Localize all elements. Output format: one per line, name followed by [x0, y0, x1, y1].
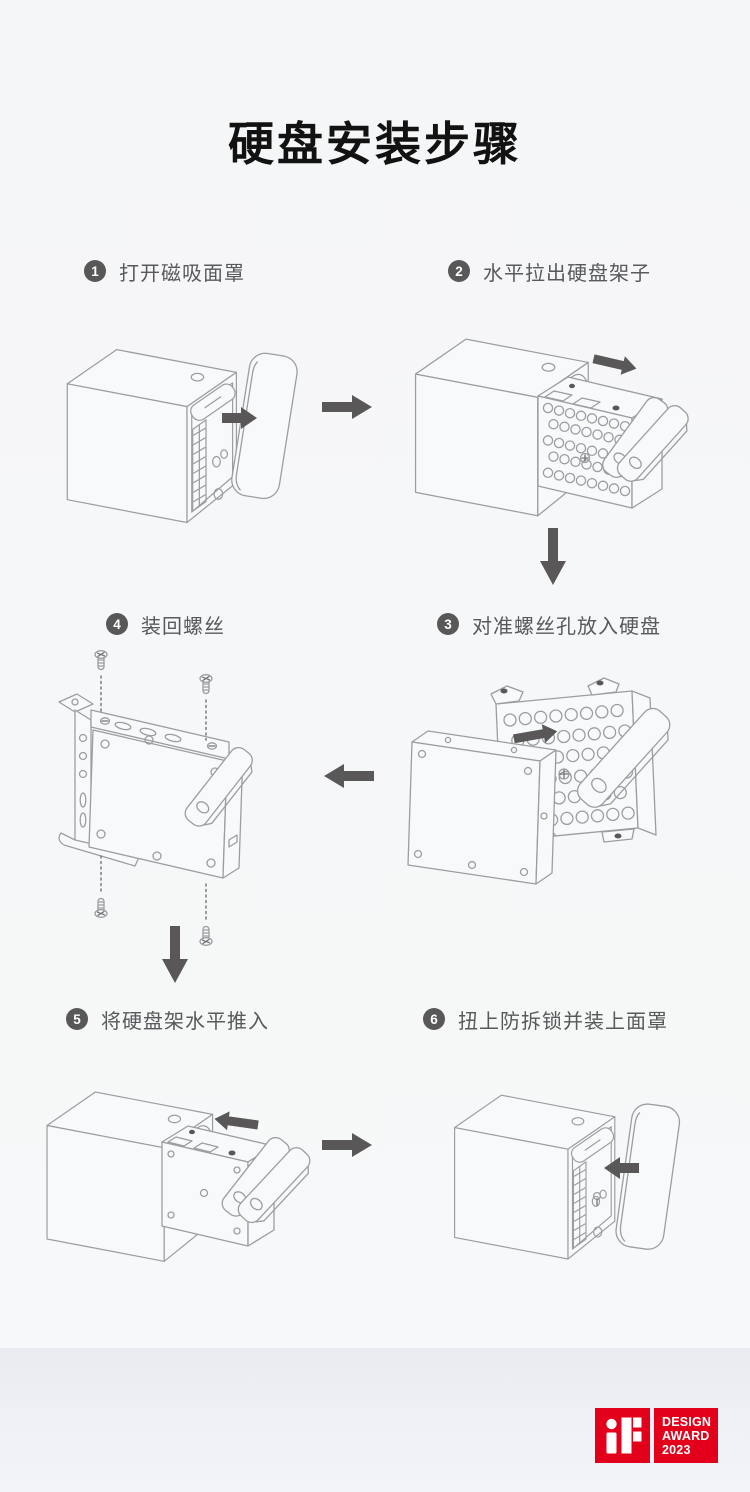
if-design-award-badge: DESIGN AWARD 2023	[595, 1408, 718, 1463]
step-3-label: 3 对准螺丝孔放入硬盘	[437, 611, 661, 638]
award-line-year: 2023	[662, 1443, 691, 1458]
step-6-text: 扭上防拆锁并装上面罩	[458, 1010, 668, 1033]
step-4-text: 装回螺丝	[141, 615, 225, 638]
step-2-text: 水平拉出硬盘架子	[483, 262, 651, 285]
step-3-number-badge: 3	[437, 613, 459, 635]
award-line-design: DESIGN	[662, 1415, 712, 1429]
if-logo-icon	[595, 1408, 650, 1463]
step-5-label: 5 将硬盘架水平推入	[66, 1006, 269, 1033]
illustration-step-1-open-magnetic-cover	[66, 348, 301, 524]
step-6-number-badge: 6	[423, 1008, 445, 1030]
step-3-text: 对准螺丝孔放入硬盘	[472, 615, 661, 638]
illustration-step-4-reinstall-screws	[58, 650, 261, 946]
award-line-award: AWARD	[662, 1429, 710, 1444]
flow-arrow-right-icon	[322, 395, 372, 419]
step-1-text: 打开磁吸面罩	[119, 262, 245, 285]
flow-arrow-down-icon	[162, 926, 188, 983]
step-1-label: 1 打开磁吸面罩	[84, 258, 245, 285]
flow-arrow-right-icon	[322, 1133, 372, 1157]
page-title: 硬盘安装步骤	[228, 118, 522, 170]
flow-arrow-left-icon	[324, 764, 374, 788]
pull-tray-arrow-icon	[591, 349, 639, 378]
illustration-step-6-lock-and-cover	[454, 1094, 683, 1260]
step-4-label: 4 装回螺丝	[106, 611, 225, 638]
push-tray-arrow-icon	[213, 1109, 260, 1135]
illustration-step-3-insert-hdd	[407, 677, 680, 885]
step-5-text: 将硬盘架水平推入	[101, 1010, 269, 1033]
step-2-label: 2 水平拉出硬盘架子	[448, 258, 651, 285]
step-2-number-badge: 2	[448, 260, 470, 282]
illustration-step-2-pull-out-tray	[414, 338, 697, 517]
step-1-number-badge: 1	[84, 260, 106, 282]
step-5-number-badge: 5	[66, 1008, 88, 1030]
illustration-step-5-push-tray-in	[46, 1091, 318, 1262]
step-4-number-badge: 4	[106, 613, 128, 635]
if-award-text: DESIGN AWARD 2023	[654, 1408, 718, 1463]
flow-arrow-down-icon	[540, 528, 566, 585]
step-6-label: 6 扭上防拆锁并装上面罩	[423, 1006, 668, 1033]
